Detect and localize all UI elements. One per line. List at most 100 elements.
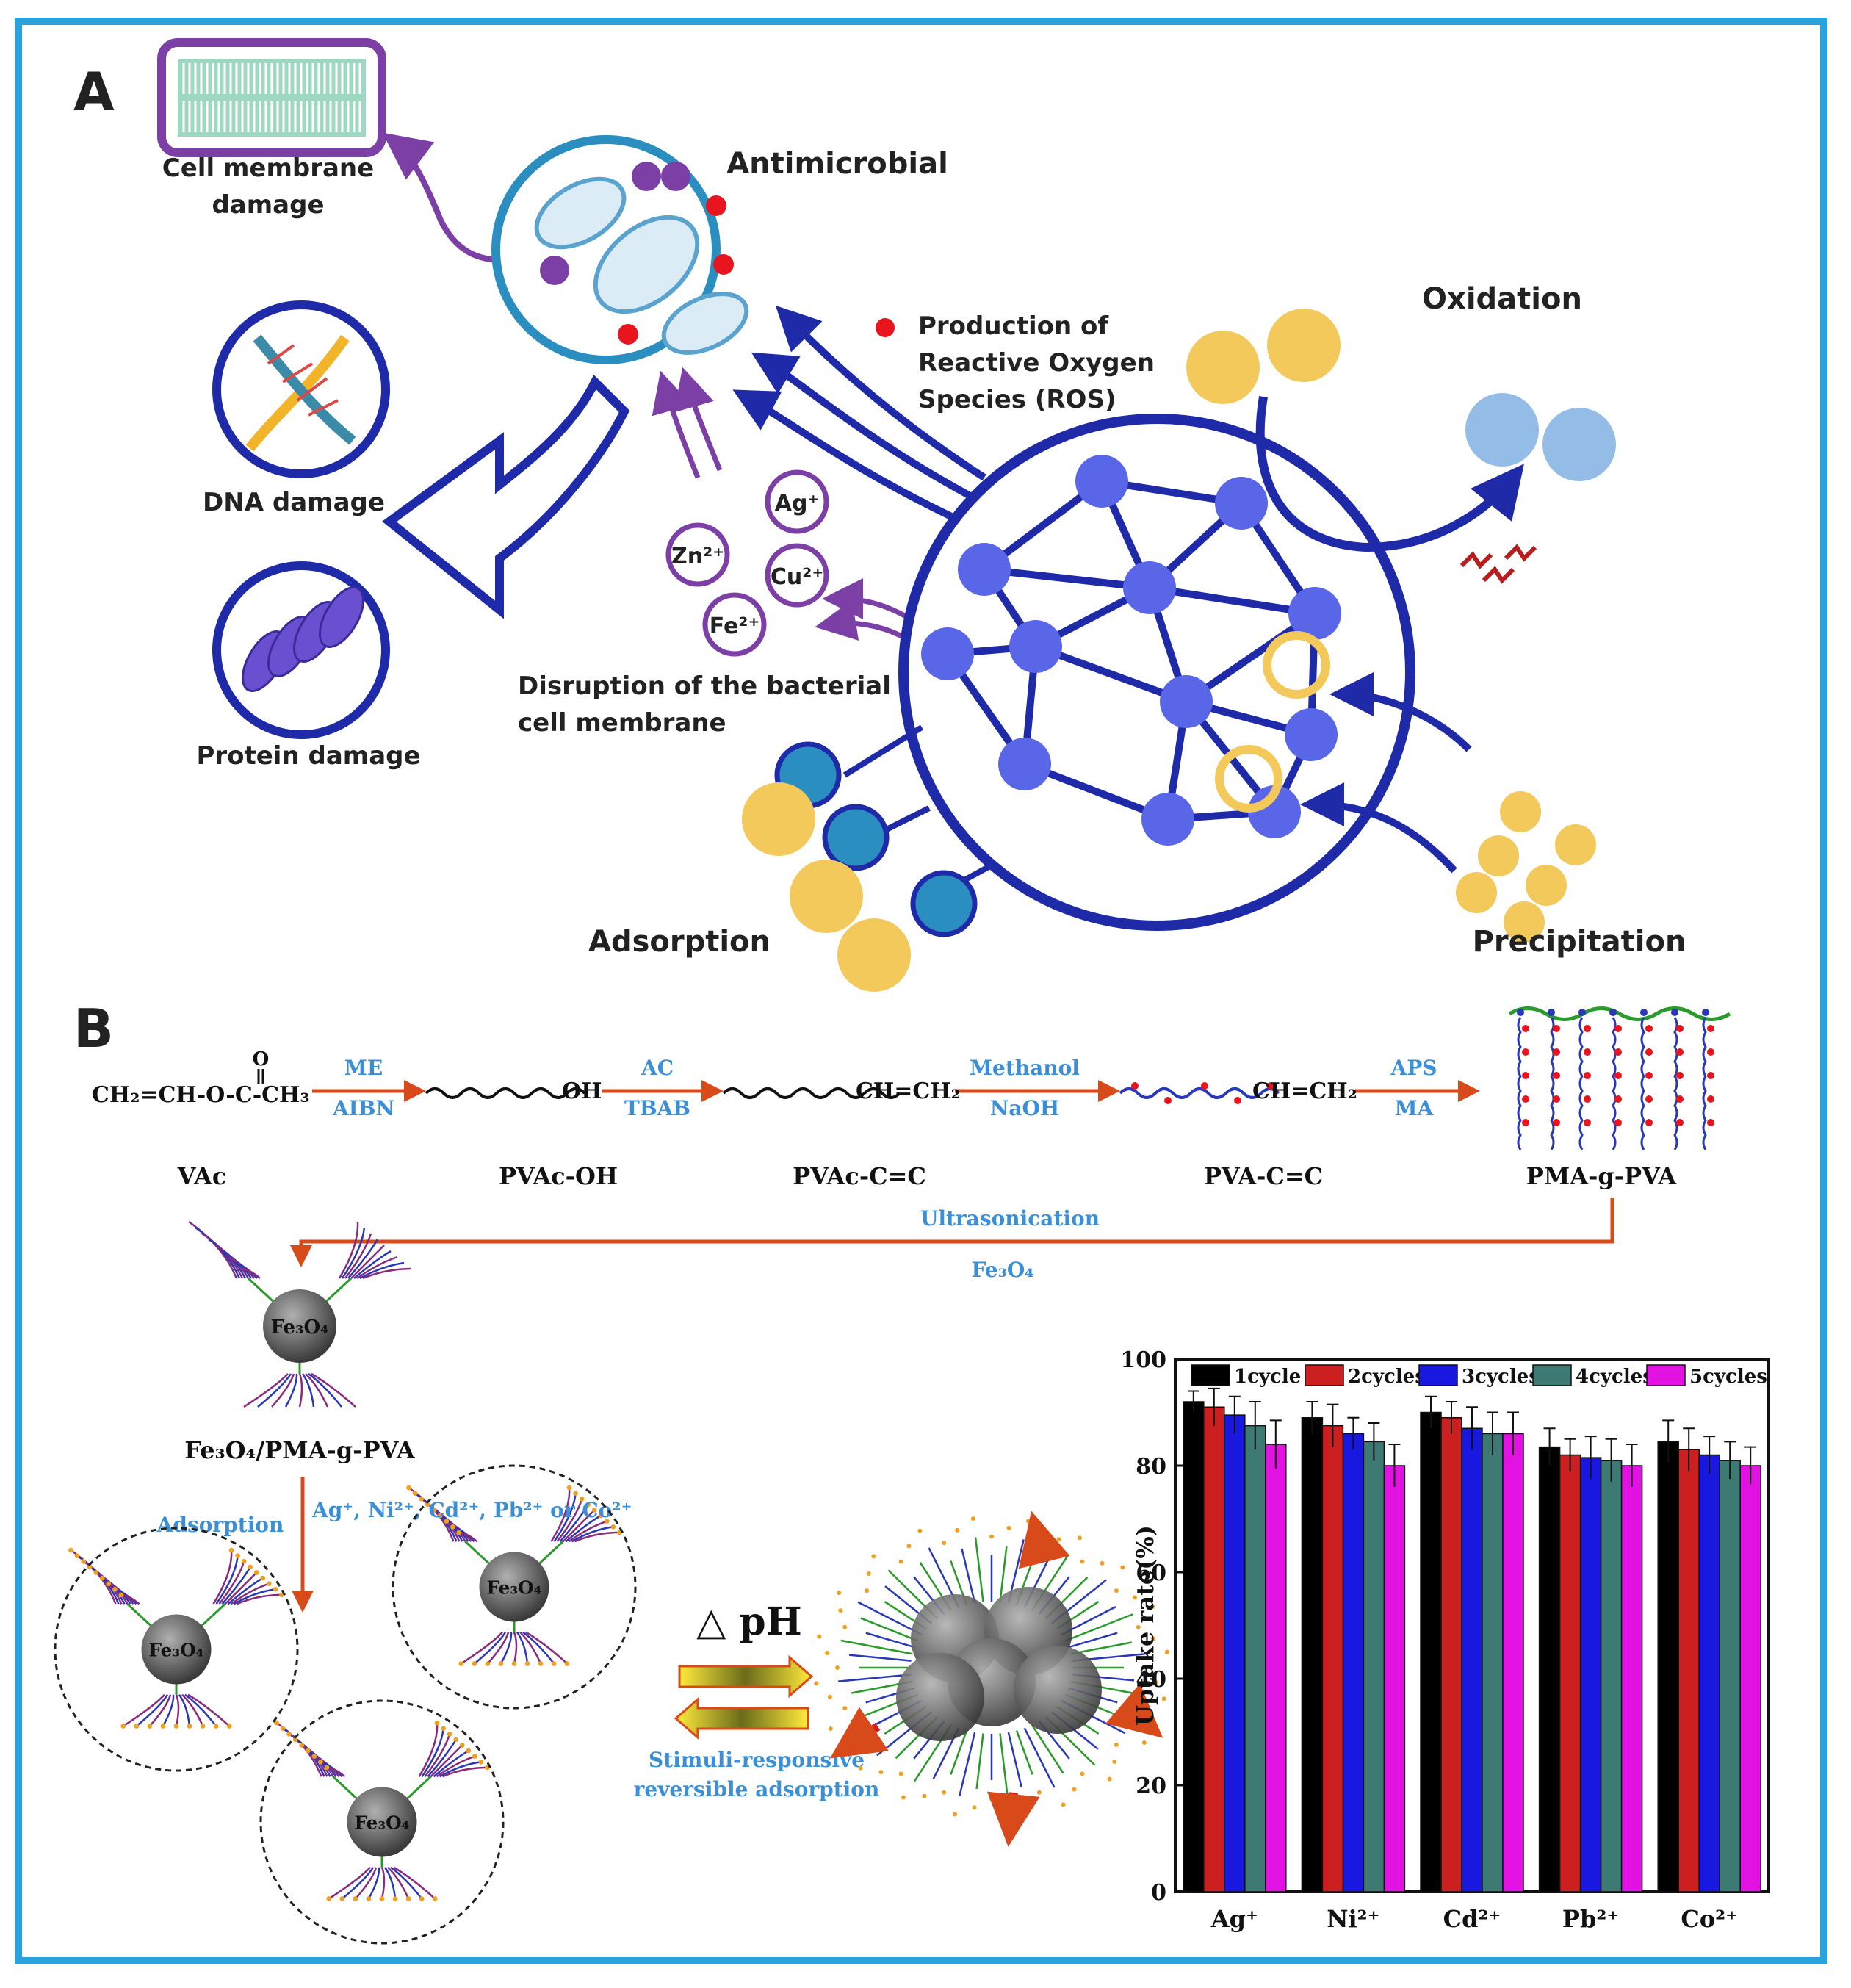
ion-list-label: Ag⁺, Ni²⁺, Cd²⁺, Pb²⁺ or Co²⁺: [311, 1498, 632, 1522]
aggregated-particles-icon: [814, 1510, 1169, 1847]
step1-bottom: AIBN: [332, 1096, 394, 1120]
x-tick-label: Ag⁺: [1210, 1905, 1258, 1933]
bar: [1321, 1425, 1344, 1892]
step4-bottom: MA: [1395, 1096, 1435, 1120]
bar: [1183, 1401, 1205, 1892]
step4-top: APS: [1390, 1056, 1437, 1080]
legend-label: 5cycles: [1689, 1366, 1767, 1388]
pma-g-pva-icon: [1508, 1006, 1731, 1150]
name-pvac-oh: PVAc-OH: [499, 1162, 618, 1190]
legend-swatch: [1305, 1364, 1344, 1386]
name-pma-g-pva: PMA-g-PVA: [1526, 1162, 1678, 1190]
fe3o4-composite-icon: Fe₃O₄: [68, 1547, 284, 1729]
legend-swatch: [1191, 1364, 1230, 1386]
bar: [1244, 1425, 1266, 1892]
bar: [1363, 1441, 1385, 1892]
fe3o4-reagent-label: Fe₃O₄: [971, 1258, 1033, 1282]
panel-a-label: A: [73, 61, 115, 123]
step3-bottom: NaOH: [990, 1096, 1060, 1120]
legend-swatch: [1646, 1364, 1686, 1386]
bar: [1265, 1444, 1287, 1892]
ion-zn: Zn²⁺: [671, 544, 724, 569]
network-node: [1141, 793, 1194, 846]
bar: [1657, 1441, 1679, 1892]
y-tick-label: 100: [1120, 1347, 1166, 1373]
x-tick-label: Cd²⁺: [1443, 1905, 1501, 1933]
network-node: [1123, 561, 1176, 614]
cell-membrane-label-2: damage: [212, 190, 324, 220]
ion-cu: Cu²⁺: [771, 564, 823, 590]
fe3o4-core-label: Fe₃O₄: [270, 1317, 328, 1339]
bar: [1301, 1417, 1324, 1892]
pva-oh-dots: [1131, 1082, 1274, 1104]
bar: [1440, 1417, 1462, 1892]
ros-label-1: Production of: [918, 311, 1109, 341]
ros-arrows: [732, 305, 986, 525]
network-node: [998, 738, 1051, 790]
adsorbed-metal-icons: [742, 724, 997, 992]
legend-label: 4cycles: [1576, 1366, 1653, 1388]
oxidation-arrow: [1255, 396, 1525, 552]
pvac-chain-icon: [425, 1087, 586, 1099]
oh-group: OH: [562, 1078, 602, 1104]
antimicrobial-label: Antimicrobial: [726, 147, 948, 181]
bar: [1579, 1457, 1602, 1892]
protein-damage-label: Protein damage: [196, 741, 420, 771]
panel-b: B CH₂=CH-O-C-CH₃ O VAc ME AIBN AC TBAB M…: [54, 998, 1770, 1945]
oxidation-byproduct-icon: [1459, 544, 1537, 584]
y-tick-label: 60: [1136, 1560, 1166, 1586]
vac-formula: CH₂=CH-O-C-CH₃: [92, 1082, 310, 1108]
pvac-cc-chain-icon: [722, 1087, 901, 1099]
bar: [1482, 1433, 1504, 1892]
dna-damage-label: DNA damage: [203, 488, 385, 517]
bar: [1342, 1433, 1365, 1892]
delta-ph-label: △ pH: [696, 1599, 802, 1644]
fe3o4-core-label: Fe₃O₄: [486, 1577, 541, 1599]
pva-chain-icon: [1119, 1087, 1280, 1099]
adsorbent-network-icon: [898, 414, 1415, 931]
dashed-circles: [54, 1464, 637, 1945]
ch-ch2-group-1: CH=CH₂: [856, 1078, 961, 1104]
ion-arrows: [652, 367, 909, 642]
legend-swatch: [1532, 1364, 1572, 1386]
bar: [1559, 1454, 1581, 1892]
name-pvac-cc: PVAc-C=C: [793, 1162, 926, 1190]
x-tick-label: Co²⁺: [1681, 1905, 1738, 1933]
fe3o4-core-label: Fe₃O₄: [148, 1640, 203, 1661]
network-node: [1288, 587, 1341, 640]
name-pva-cc: PVA-C=C: [1204, 1162, 1323, 1190]
network-node: [1160, 675, 1213, 728]
y-tick-label: 0: [1151, 1880, 1166, 1906]
bar: [1203, 1406, 1225, 1892]
protein-icon: [212, 561, 390, 739]
fe3o4-composite-icon: Fe₃O₄: [274, 1720, 490, 1901]
ch-ch2-group-2: CH=CH₂: [1252, 1078, 1357, 1104]
bar: [1224, 1414, 1246, 1892]
bar: [1383, 1465, 1406, 1892]
network-node: [1075, 455, 1128, 508]
panel-b-label: B: [73, 998, 114, 1059]
y-tick-label: 80: [1136, 1454, 1166, 1480]
y-tick-label: 20: [1136, 1773, 1166, 1799]
bar: [1461, 1427, 1483, 1892]
step3-top: Methanol: [970, 1056, 1080, 1080]
figure-frame: [15, 18, 1827, 1964]
stimuli-label-2: reversible adsorption: [634, 1777, 880, 1801]
composite-particles: Fe₃O₄ Fe₃O₄ Fe₃O₄ Fe₃O₄: [68, 1220, 622, 1901]
ultrasonication-label: Ultrasonication: [920, 1206, 1100, 1231]
network-node: [1248, 785, 1301, 838]
bar: [1420, 1411, 1442, 1892]
oxidation-particles: [1186, 309, 1616, 481]
fe3o4-composite-icon: Fe₃O₄: [406, 1485, 622, 1666]
ultrasonication-arrow: [290, 1198, 1614, 1267]
step1-top: ME: [344, 1056, 383, 1080]
precipitation-arrows: [1300, 672, 1472, 874]
damage-hollow-arrow: [382, 374, 630, 619]
ion-ag: Ag⁺: [775, 491, 820, 516]
fe3o4-composite-icon: Fe₃O₄: [188, 1220, 411, 1408]
network-node: [1285, 708, 1338, 761]
network-node: [1009, 620, 1062, 673]
oxidation-label: Oxidation: [1422, 282, 1582, 316]
ros-dot-icon: [876, 318, 895, 337]
